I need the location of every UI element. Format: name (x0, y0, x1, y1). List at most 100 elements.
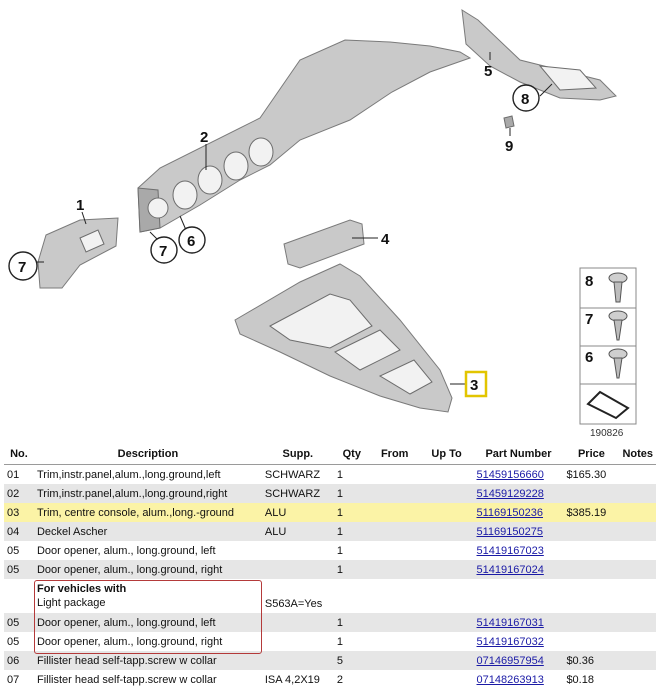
cell-notes (619, 613, 656, 632)
part-number-link[interactable]: 51419167024 (476, 563, 544, 576)
col-header-price: Price (563, 444, 620, 465)
svg-text:2: 2 (200, 129, 208, 146)
callout-7-center: 7 (149, 231, 178, 264)
callout-2: 2 (200, 129, 208, 170)
cell-upto (419, 670, 474, 689)
cell-qty: 2 (333, 670, 370, 689)
cell-price (563, 484, 620, 503)
col-header-part-number: Part Number (473, 444, 564, 465)
cell-description: Fillister head self-tapp.screw w collar (33, 651, 262, 670)
cell-no: 01 (4, 464, 34, 484)
cell-description: Trim,instr.panel,alum.,long.ground,left (33, 464, 262, 484)
callout-8: 8 (512, 83, 553, 112)
vehicle-note-condition: S563A=Yes (261, 579, 334, 613)
part-number-link[interactable]: 51419167032 (476, 635, 544, 648)
cell-upto (419, 541, 474, 560)
cell-qty: 1 (333, 484, 370, 503)
cell-notes (619, 503, 656, 522)
screw-icon-6 (608, 348, 628, 379)
table-row: 05 Door opener, alum., long.ground, righ… (4, 632, 656, 651)
cell-from (369, 651, 420, 670)
callout-1: 1 (76, 197, 87, 225)
cell-description: Trim, centre console, alum.,long.-ground (33, 503, 262, 522)
table-header-row: No. Description Supp. Qty From Up To Par… (4, 444, 656, 465)
cell-supp (261, 651, 334, 670)
table-row: 05 Door opener, alum., long.ground, left… (4, 613, 656, 632)
cell-price (563, 522, 620, 541)
part-number-link[interactable]: 51419167031 (476, 616, 544, 629)
cell-part-number: 51419167024 (473, 560, 564, 579)
cell-description: Door opener, alum., long.ground, right (33, 560, 262, 579)
cell-part-number: 51459156660 (473, 464, 564, 484)
col-header-from: From (369, 444, 420, 465)
cell-qty: 1 (333, 541, 370, 560)
screw-icon-7 (608, 310, 628, 341)
part-9-clip (503, 115, 515, 129)
cell-notes (619, 632, 656, 651)
svg-text:6: 6 (585, 349, 593, 366)
cell-qty: 5 (333, 651, 370, 670)
svg-text:3: 3 (470, 377, 478, 394)
cell-from (369, 560, 420, 579)
cell-part-number: 51419167031 (473, 613, 564, 632)
cell-price: $165.30 (563, 464, 620, 484)
cell-part-number: 51419167023 (473, 541, 564, 560)
part-number-link[interactable]: 51459156660 (476, 468, 544, 481)
cell-from (369, 613, 420, 632)
table-row: 07 Fillister head self-tapp.screw w coll… (4, 670, 656, 689)
cell-part-number: 51169150275 (473, 522, 564, 541)
cell-qty: 1 (333, 632, 370, 651)
part-1-left-trim (37, 217, 119, 289)
cell-description: Trim,instr.panel,alum.,long.ground,right (33, 484, 262, 503)
part-number-link[interactable]: 07146957954 (476, 654, 544, 667)
cell-from (369, 522, 420, 541)
part-2-instrument-trim (137, 39, 472, 233)
svg-text:5: 5 (484, 63, 492, 80)
cell-price (563, 632, 620, 651)
svg-text:1: 1 (76, 197, 84, 214)
cell-from (369, 579, 420, 613)
cell-upto (419, 560, 474, 579)
cell-notes (619, 484, 656, 503)
cell-part-number: 51459129228 (473, 484, 564, 503)
cell-upto (419, 484, 474, 503)
cell-supp (261, 632, 334, 651)
cell-price (563, 560, 620, 579)
cell-from (369, 541, 420, 560)
cell-no: 05 (4, 613, 34, 632)
callout-5: 5 (484, 52, 492, 80)
table-row: 05 Door opener, alum., long.ground, left… (4, 541, 656, 560)
cell-upto (419, 632, 474, 651)
table-row: 02 Trim,instr.panel,alum.,long.ground,ri… (4, 484, 656, 503)
cell-upto (419, 651, 474, 670)
part-4-ashtray-lid (283, 219, 365, 269)
cell-notes (619, 560, 656, 579)
cell-description: Door opener, alum., long.ground, right (33, 632, 262, 651)
vehicle-note-row: For vehicles with Light package S563A=Ye… (4, 579, 656, 613)
screw-legend: 8 7 6 190826 (579, 267, 637, 439)
cell-description: Deckel Ascher (33, 522, 262, 541)
svg-text:190826: 190826 (590, 428, 624, 439)
cell-price: $0.18 (563, 670, 620, 689)
part-number-link[interactable]: 51169150236 (476, 506, 543, 519)
col-header-notes: Notes (619, 444, 656, 465)
part-number-link[interactable]: 51169150275 (476, 525, 543, 538)
cell-supp (261, 541, 334, 560)
svg-text:7: 7 (159, 243, 167, 260)
cell-qty: 1 (333, 522, 370, 541)
cell-supp: ALU (261, 503, 334, 522)
cell-part-number: 07146957954 (473, 651, 564, 670)
cell-upto (419, 613, 474, 632)
cell-qty: 1 (333, 560, 370, 579)
part-number-link[interactable]: 51419167023 (476, 544, 544, 557)
cell-supp: ISA 4,2X19 (261, 670, 334, 689)
col-header-no: No. (4, 444, 34, 465)
part-number-link[interactable]: 07148263913 (476, 673, 544, 686)
cell-no: 05 (4, 632, 34, 651)
parts-table: No. Description Supp. Qty From Up To Par… (4, 444, 656, 689)
svg-text:9: 9 (505, 138, 513, 155)
cell-no: 07 (4, 670, 34, 689)
part-number-link[interactable]: 51459129228 (476, 487, 544, 500)
cell-price (563, 541, 620, 560)
cell-supp (261, 560, 334, 579)
